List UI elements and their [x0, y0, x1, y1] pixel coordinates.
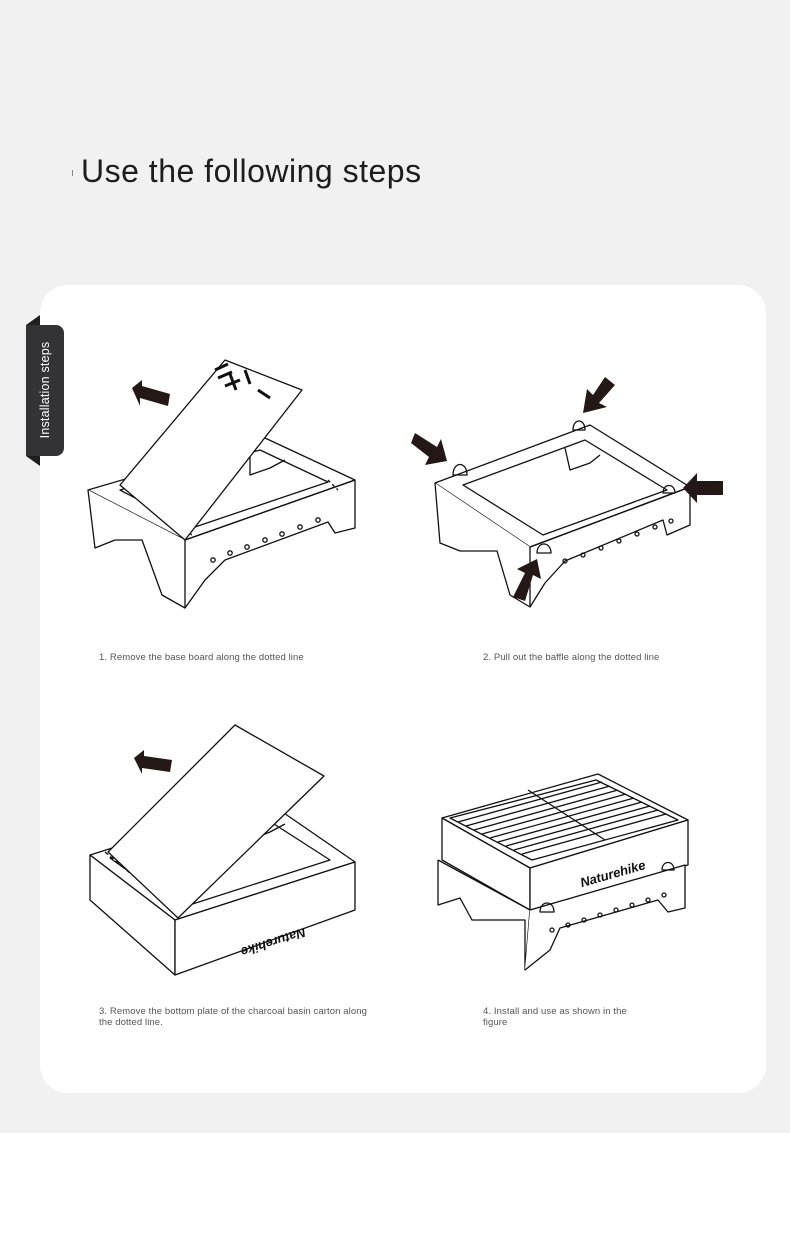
page-title: Use the following steps [81, 153, 422, 189]
step-4-figure: Naturehike [430, 770, 700, 980]
step-1-caption: 1. Remove the base board along the dotte… [99, 652, 304, 663]
step-2-figure [405, 375, 730, 615]
tab-fold-bottom [26, 456, 40, 466]
step-3-caption: 3. Remove the bottom plate of the charco… [99, 1006, 368, 1028]
tab-fold-top [26, 315, 40, 325]
step-3-illustration: Naturehike [89, 724, 356, 976]
step-4-caption: 4. Install and use as shown in the figur… [483, 1006, 627, 1028]
step-4-illustration: Naturehike [437, 773, 689, 971]
step-1-figure [80, 350, 370, 620]
step-2-illustration [411, 377, 723, 608]
installation-steps-tab [26, 325, 64, 456]
step-3-figure: Naturehike [80, 720, 370, 985]
step-2-caption: 2. Pull out the baffle along the dotted … [483, 652, 660, 663]
step-1-illustration [87, 359, 356, 609]
heading-mark [72, 170, 73, 176]
installation-steps-label: Installation steps [38, 341, 52, 439]
